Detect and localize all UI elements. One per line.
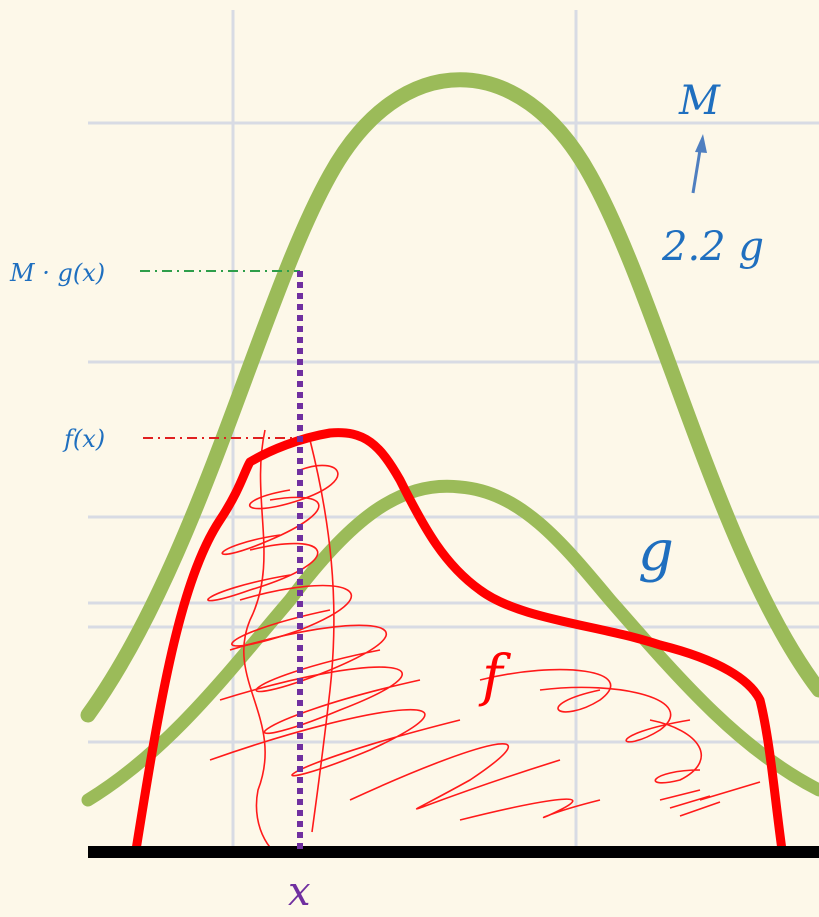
- target-density-curve: [131, 428, 787, 855]
- proposal-label: g: [638, 519, 674, 584]
- rejected-region-scribble: [207, 429, 761, 857]
- x-axis-label: x: [288, 869, 311, 915]
- scaled-proposal-label: 2.2 g: [661, 224, 764, 270]
- scaled-proposal-curve: [80, 72, 819, 723]
- scale-arrow: [691, 134, 707, 194]
- target-label: f: [478, 644, 512, 709]
- arrow-head-icon: [695, 134, 707, 153]
- fx-label: f(x): [62, 425, 105, 453]
- proposal-curve: [81, 479, 819, 807]
- m-gx-label: M · g(x): [9, 259, 105, 287]
- background-grid: [88, 10, 819, 850]
- m-label: M: [678, 78, 721, 124]
